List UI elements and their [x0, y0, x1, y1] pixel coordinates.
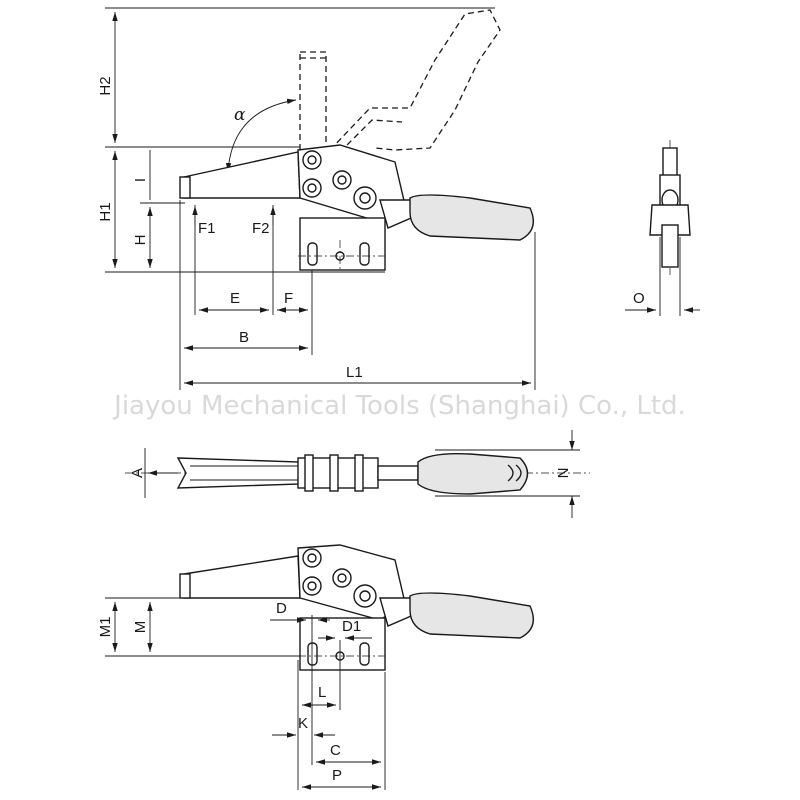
label-alpha: α [234, 105, 246, 125]
label-f1: F1 [198, 220, 216, 237]
label-c: C [330, 742, 341, 759]
label-f: F [284, 290, 293, 307]
top-view [125, 430, 590, 518]
handle-grip [409, 194, 534, 241]
side-view [105, 7, 536, 390]
label-m: M [132, 621, 149, 634]
label-o: O [633, 290, 645, 307]
lower-base-plate [299, 617, 386, 671]
open-arm-outline [299, 51, 327, 151]
label-f2: F2 [252, 220, 270, 237]
label-a: A [129, 468, 146, 478]
label-h1: H1 [97, 202, 114, 221]
open-handle-outline [329, 9, 501, 151]
base-plate [299, 217, 386, 271]
label-l: L [318, 684, 326, 701]
label-i: I [132, 178, 149, 182]
lower-side-view [105, 544, 534, 790]
clamp-arm [183, 151, 301, 199]
watermark: Jiayou Mechanical Tools (Shanghai) Co., … [112, 391, 686, 421]
label-e: E [230, 290, 240, 307]
label-k: K [298, 715, 308, 732]
label-p: P [332, 767, 342, 784]
label-d: D [276, 600, 287, 617]
label-m1: M1 [97, 617, 114, 638]
label-b: B [239, 329, 249, 346]
end-view [625, 140, 700, 316]
lower-handle-grip [409, 592, 534, 639]
label-h2: H2 [97, 76, 114, 95]
label-l1: L1 [346, 364, 363, 381]
label-n: N [555, 468, 572, 479]
top-grip [417, 452, 529, 495]
label-d1: D1 [342, 618, 361, 635]
label-h: H [132, 235, 149, 246]
top-arm [176, 457, 301, 489]
lower-clamp-arm [183, 555, 301, 599]
angle-alpha-arc [225, 98, 297, 173]
